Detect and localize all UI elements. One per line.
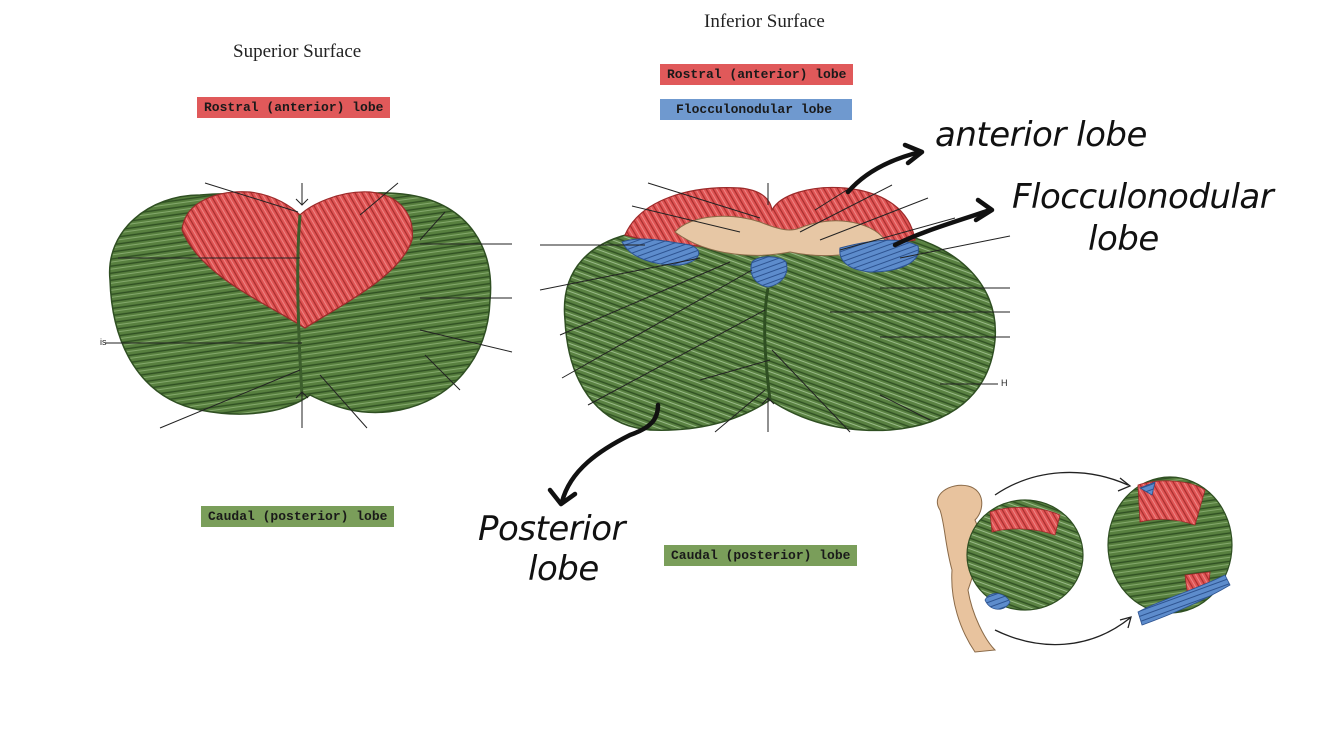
inferior-surface-title: Inferior Surface xyxy=(704,11,825,32)
flocculonodular-arrow xyxy=(892,207,993,248)
cut-label-left: is xyxy=(100,337,107,347)
cut-label-right: H xyxy=(1001,378,1008,388)
posterior-lobe-arrowhead xyxy=(547,487,578,507)
annotation-arrows xyxy=(547,142,995,507)
anterior-lobe-arrow xyxy=(845,149,923,195)
superior-surface-title: Superior Surface xyxy=(233,41,362,62)
anterior-lobe-annotation: anterior lobe xyxy=(935,115,1147,155)
inferior-leader-lines xyxy=(539,182,1011,433)
anterior-lobe-arrowhead xyxy=(902,142,925,166)
posterior-lobe-annotation-line1: Posterior xyxy=(478,509,625,549)
rostral-lobe-tag-inferior: Rostral (anterior) lobe xyxy=(660,64,854,85)
flocculonodular-lobe-tag: Flocculonodular lobe xyxy=(660,99,853,120)
posterior-lobe-annotation-line2: lobe xyxy=(528,549,599,589)
superior-cerebellum xyxy=(108,191,492,415)
flocculonodular-annotation-line2: lobe xyxy=(1088,219,1159,259)
superior-leader-lines xyxy=(105,182,513,429)
flocculonodular-arrowhead xyxy=(973,197,995,223)
flocculonodular-annotation-line1: Flocculonodular xyxy=(1012,177,1274,217)
caudal-lobe-tag-superior: Caudal (posterior) lobe xyxy=(201,506,395,527)
inferior-cerebellum xyxy=(563,186,996,432)
caudal-lobe-tag-inferior: Caudal (posterior) lobe xyxy=(664,545,858,566)
posterior-lobe-arrow xyxy=(559,402,661,505)
inset-lateral-views xyxy=(937,471,1233,653)
rostral-lobe-tag-superior: Rostral (anterior) lobe xyxy=(197,97,391,118)
